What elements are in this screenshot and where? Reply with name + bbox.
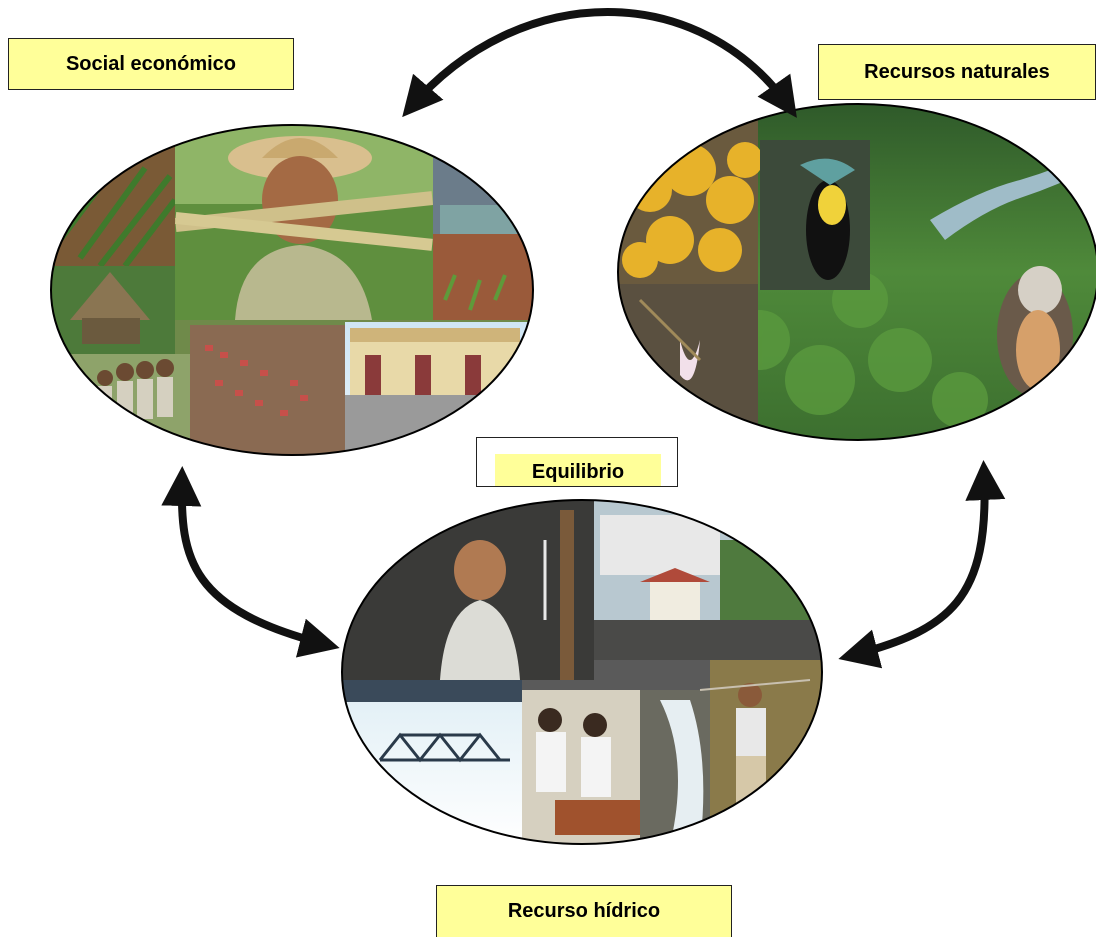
water-resource-oval [341, 499, 823, 845]
arrow-social-to-natural [402, 8, 797, 118]
arrow-social-to-water [161, 466, 340, 658]
natural-resources-oval [617, 103, 1096, 441]
natural-resources-photo-collage [618, 104, 1096, 440]
equilibrium-label: Equilibrio [495, 454, 661, 486]
water-resource-photo-collage [342, 500, 822, 844]
social-economic-label: Social económico [8, 38, 294, 90]
arrow-natural-to-water [838, 460, 1006, 669]
equilibrium-label-box: Equilibrio [476, 437, 678, 487]
natural-resources-label: Recursos naturales [818, 44, 1096, 100]
social-economic-oval [50, 124, 534, 456]
water-resource-label: Recurso hídrico [436, 885, 732, 937]
